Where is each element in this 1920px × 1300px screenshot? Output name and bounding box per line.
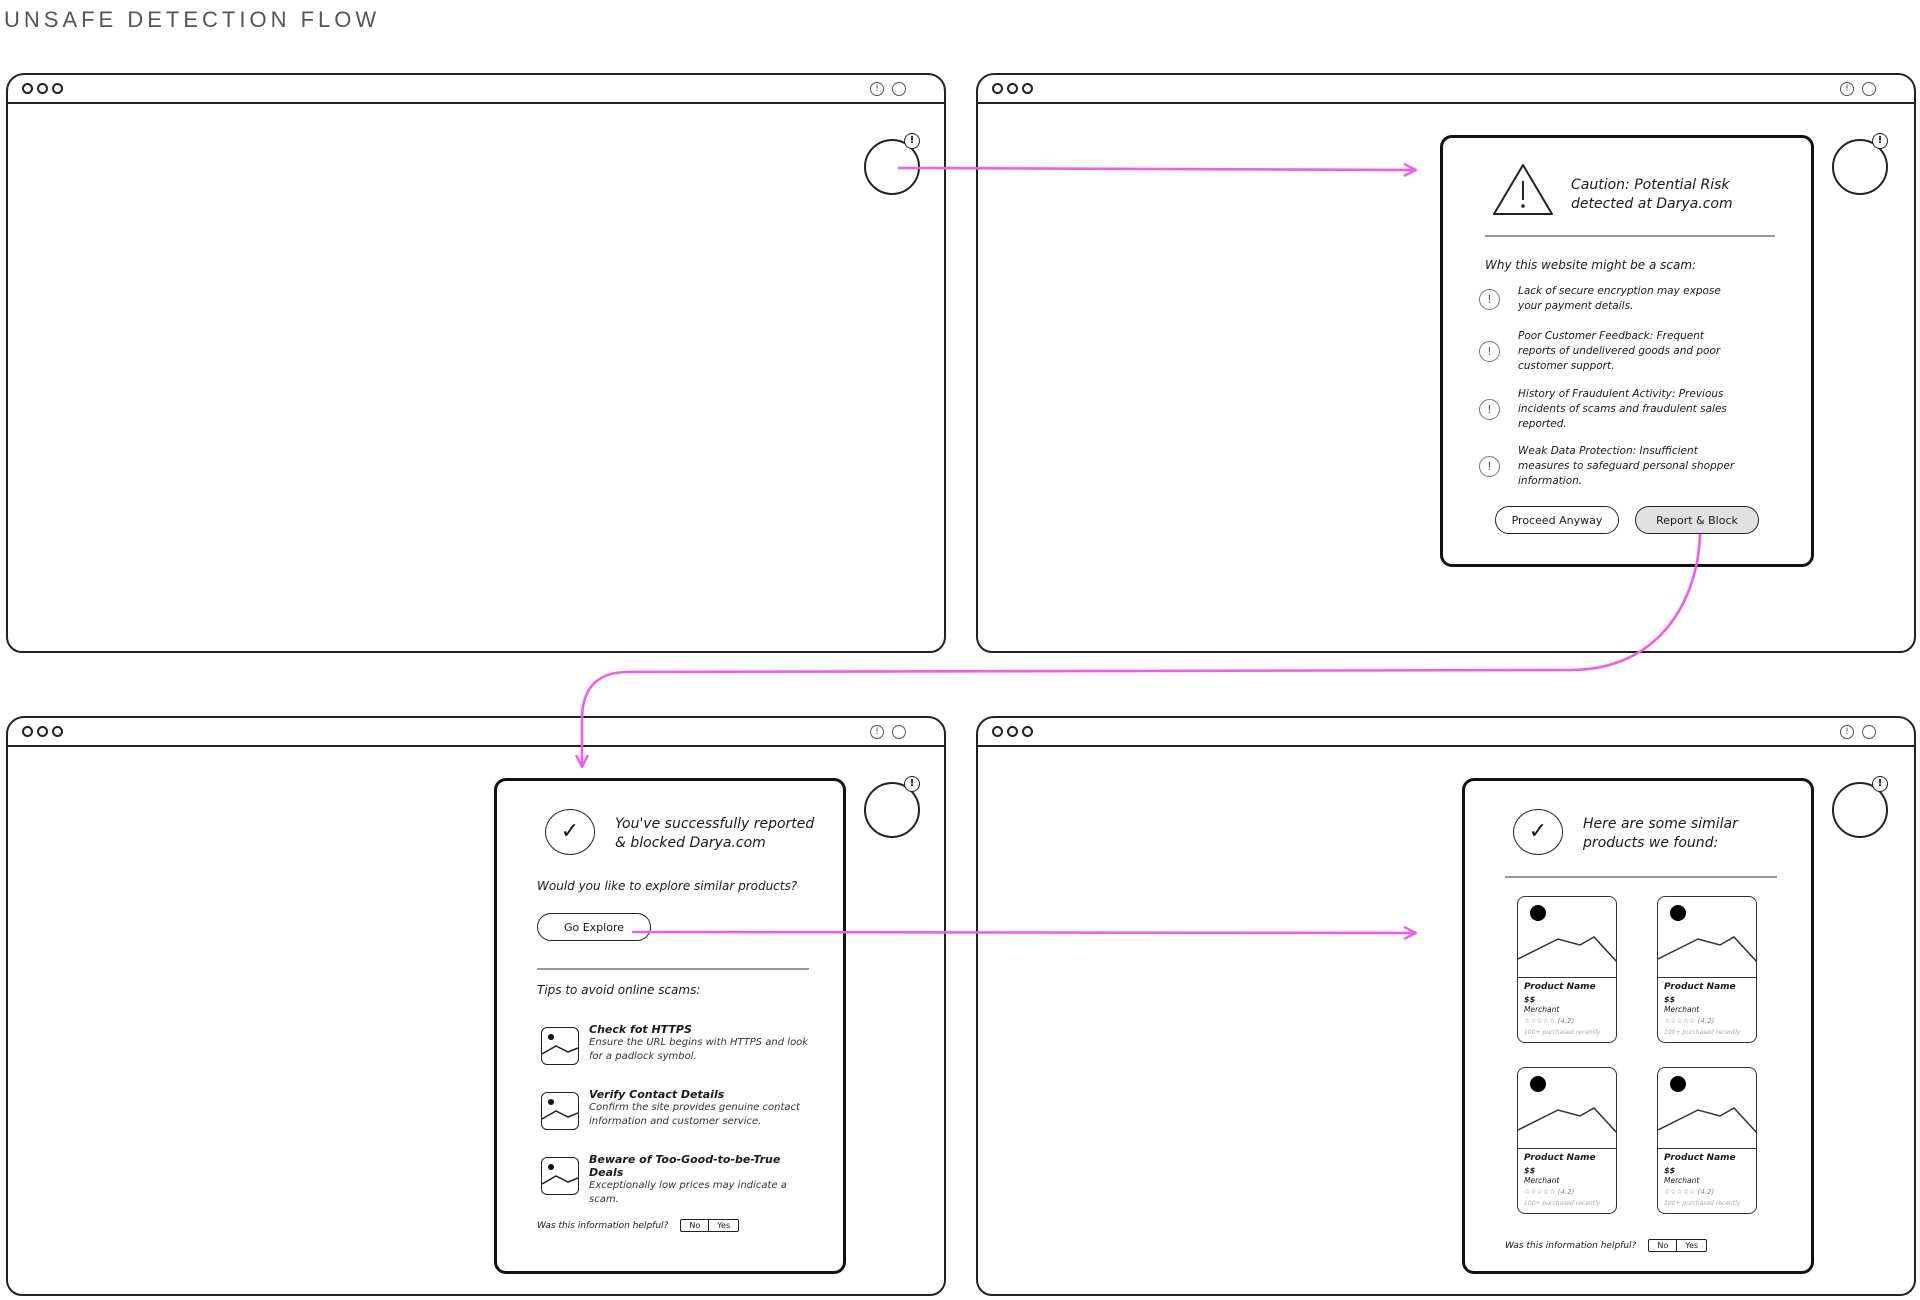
image-placeholder-icon [541,1092,579,1130]
circle-icon[interactable] [1862,725,1876,739]
rating-stars: ☆☆☆☆☆ (4.2) [1524,1188,1575,1196]
browser-window-3: ! ! ✓ You've successfully reported& bloc… [6,716,946,1296]
feedback-yes-button[interactable]: Yes [708,1220,738,1231]
alert-circle-icon: ! [1479,456,1500,477]
proceed-anyway-button[interactable]: Proceed Anyway [1495,506,1619,534]
image-placeholder-icon [541,1027,579,1065]
rating-stars: ☆☆☆☆☆ (4.2) [1664,1017,1715,1025]
reasons-heading: Why this website might be a scam: [1485,258,1697,272]
rating-stars: ☆☆☆☆☆ (4.2) [1524,1017,1575,1025]
alert-circle-icon: ! [1872,133,1888,149]
window-titlebar: ! [8,718,944,747]
image-placeholder-icon [1658,1068,1756,1149]
alert-circle-icon: ! [1872,776,1888,792]
warning-triangle-icon [1493,164,1553,215]
window-titlebar: ! [8,75,944,104]
info-icon[interactable]: ! [1840,725,1854,739]
report-block-button[interactable]: Report & Block [1635,506,1759,534]
image-placeholder-icon [1518,1068,1616,1149]
product-card[interactable]: Product Name $$ Merchant ☆☆☆☆☆ (4.2) 100… [1517,896,1617,1043]
check-circle-icon: ✓ [1513,809,1563,855]
flow-title: UNSAFE DETECTION FLOW [4,7,381,32]
product-card[interactable]: Product Name $$ Merchant ☆☆☆☆☆ (4.2) 100… [1657,1067,1757,1214]
image-placeholder-icon [1518,897,1616,978]
product-card[interactable]: Product Name $$ Merchant ☆☆☆☆☆ (4.2) 100… [1657,896,1757,1043]
info-icon[interactable]: ! [870,725,884,739]
alert-circle-icon: ! [1479,341,1500,362]
divider [1485,235,1775,237]
reason-item: !Lack of secure encryption may expose yo… [1479,284,1739,314]
feedback-toggle[interactable]: No Yes [1648,1239,1708,1252]
explore-question: Would you like to explore similar produc… [537,879,798,893]
blocked-heading: You've successfully reported& blocked Da… [615,816,815,851]
image-placeholder-icon [1658,897,1756,978]
info-icon[interactable]: ! [1840,82,1854,96]
circle-icon[interactable] [892,725,906,739]
extension-button[interactable]: ! [864,776,920,838]
extension-button[interactable]: ! [1832,133,1888,195]
reason-item: !Poor Customer Feedback: Frequent report… [1479,329,1739,374]
alert-circle-icon: ! [1479,399,1500,420]
reason-item: !History of Fraudulent Activity: Previou… [1479,387,1739,432]
feedback-yes-button[interactable]: Yes [1676,1240,1706,1251]
reason-item: !Weak Data Protection: Insufficient meas… [1479,444,1739,489]
window-titlebar: ! [978,75,1914,104]
check-circle-icon: ✓ [545,809,595,855]
blocked-panel: ✓ You've successfully reported& blocked … [494,778,846,1274]
window-controls[interactable] [992,83,1033,94]
window-titlebar: ! [978,718,1914,747]
window-controls[interactable] [22,83,63,94]
image-placeholder-icon [541,1157,579,1195]
circle-icon[interactable] [1862,82,1876,96]
feedback-no-button[interactable]: No [689,1221,701,1230]
alert-circle-icon: ! [1479,288,1500,310]
extension-button[interactable]: ! [864,133,920,195]
feedback-toggle[interactable]: No Yes [680,1219,740,1232]
go-explore-button[interactable]: Go Explore [537,913,651,941]
helpful-feedback: Was this information helpful? No Yes [537,1219,740,1232]
divider [537,968,809,970]
info-icon[interactable]: ! [870,82,884,96]
window-controls[interactable] [22,726,63,737]
window-controls[interactable] [992,726,1033,737]
helpful-feedback: Was this information helpful? No Yes [1505,1239,1708,1252]
alert-circle-icon: ! [904,776,920,792]
divider [1505,876,1777,878]
browser-window-1: ! ! [6,73,946,653]
rating-stars: ☆☆☆☆☆ (4.2) [1664,1188,1715,1196]
circle-icon[interactable] [892,82,906,96]
feedback-no-button[interactable]: No [1657,1241,1669,1250]
product-card[interactable]: Product Name $$ Merchant ☆☆☆☆☆ (4.2) 100… [1517,1067,1617,1214]
extension-button[interactable]: ! [1832,776,1888,838]
tips-heading: Tips to avoid online scams: [537,983,701,997]
alert-circle-icon: ! [904,133,920,149]
